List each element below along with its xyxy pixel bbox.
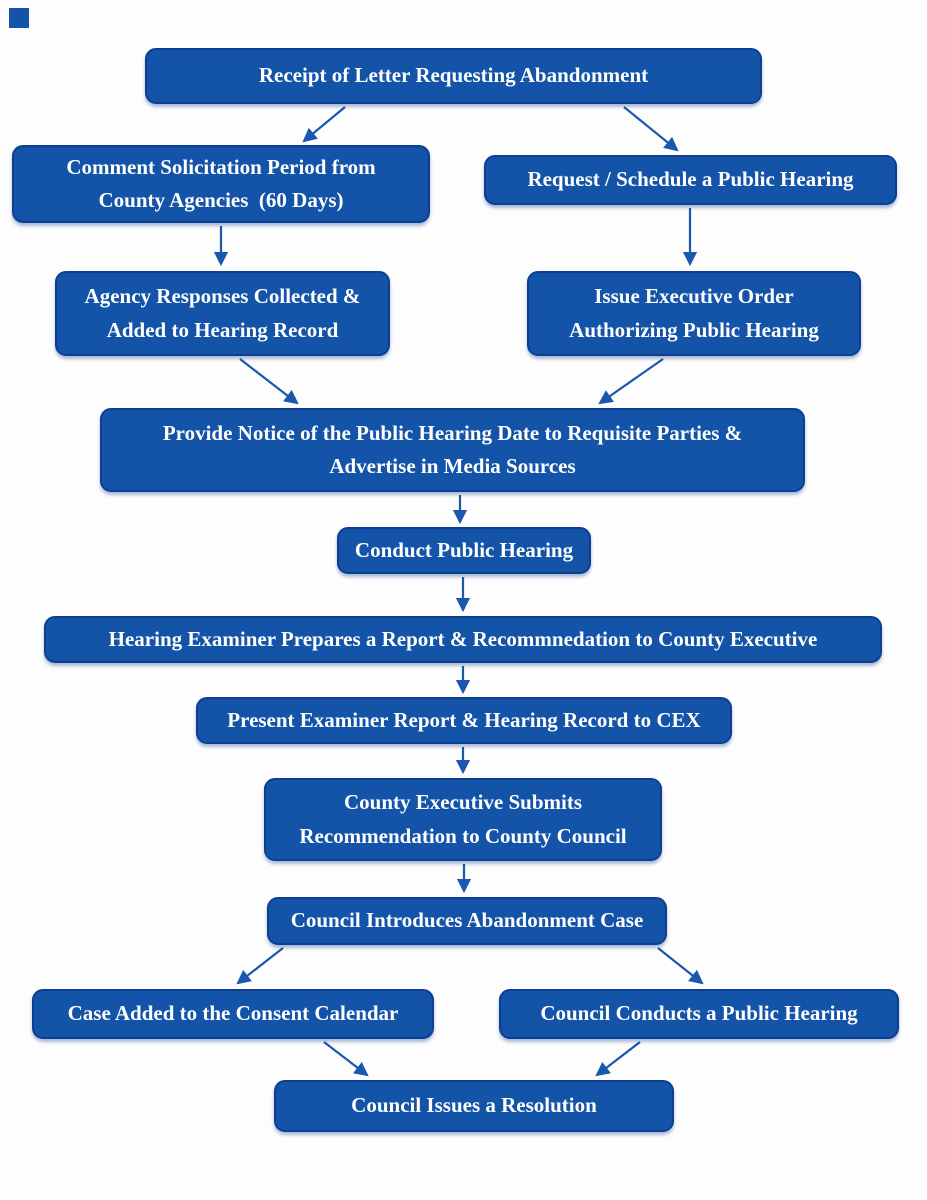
node-label: Issue Executive Order	[594, 284, 794, 309]
node-request-schedule-hearing: Request / Schedule a Public Hearing	[484, 155, 897, 205]
arrow-agency-to-provide-notice	[239, 358, 299, 405]
node-label: County Executive Submits	[343, 790, 583, 815]
node-case-added-consent-calendar: Case Added to the Consent Calendar	[32, 989, 434, 1039]
node-examiner-report-recommendation: Hearing Examiner Prepares a Report & Rec…	[44, 616, 882, 663]
arrow-issue-to-provide-notice	[598, 358, 664, 405]
arrow-receipt-to-request-schedule	[623, 106, 679, 152]
arrow-case-to-council-resolution	[323, 1041, 369, 1077]
node-label: Receipt of Letter Requesting Abandonment	[258, 63, 649, 88]
node-label: Present Examiner Report & Hearing Record…	[227, 707, 701, 732]
node-label: Conduct Public Hearing	[354, 537, 574, 562]
arrow-introduces-to-case-consent	[236, 947, 284, 985]
node-council-issues-resolution: Council Issues a Resolution	[274, 1080, 674, 1132]
node-label: Comment Solicitation Period from	[66, 154, 376, 179]
node-provide-notice-of-hearing: Provide Notice of the Public Hearing Dat…	[100, 408, 805, 492]
node-label: Provide Notice of the Public Hearing Dat…	[162, 420, 743, 445]
node-council-introduces-case: Council Introduces Abandonment Case	[267, 897, 667, 945]
node-label: Agency Responses Collected &	[84, 284, 361, 309]
node-council-conducts-hearing: Council Conducts a Public Hearing	[499, 989, 899, 1039]
node-issue-executive-order: Issue Executive Order Authorizing Public…	[527, 271, 861, 356]
node-label: Recommendation to County Council	[299, 823, 627, 848]
node-label: Advertise in Media Sources	[329, 454, 576, 478]
corner-square-marker	[9, 8, 29, 28]
node-receipt-of-letter: Receipt of Letter Requesting Abandonment	[145, 48, 762, 104]
node-label: Hearing Examiner Prepares a Report & Rec…	[108, 626, 818, 651]
node-agency-responses-collected: Agency Responses Collected & Added to He…	[55, 271, 390, 356]
node-label: Added to Hearing Record	[106, 317, 339, 342]
arrow-introduces-to-council-conducts	[657, 947, 704, 985]
node-label: Council Issues a Resolution	[351, 1093, 597, 1118]
node-present-report-to-cex: Present Examiner Report & Hearing Record…	[196, 697, 732, 744]
node-label: Council Introduces Abandonment Case	[290, 908, 644, 933]
node-cex-submits-recommendation: County Executive Submits Recommendation …	[264, 778, 662, 861]
node-label: Council Conducts a Public Hearing	[540, 1001, 858, 1026]
node-comment-solicitation-period: Comment Solicitation Period from County …	[12, 145, 430, 223]
node-conduct-public-hearing: Conduct Public Hearing	[337, 527, 591, 574]
node-label: Request / Schedule a Public Hearing	[527, 167, 854, 192]
node-label: County Agencies (60 Days)	[98, 188, 344, 212]
arrow-receipt-to-comment-solicitation	[302, 106, 346, 143]
node-label: Case Added to the Consent Calendar	[67, 1001, 399, 1026]
node-label: Authorizing Public Hearing	[569, 317, 819, 342]
arrow-conducts-to-council-resolution	[595, 1041, 641, 1077]
